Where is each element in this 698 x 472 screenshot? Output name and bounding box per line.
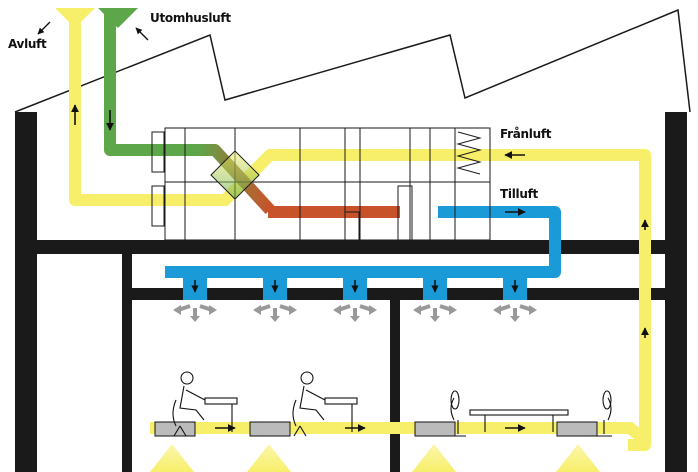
floor-unit — [414, 421, 456, 437]
floor-unit — [249, 421, 291, 437]
diffuser — [493, 272, 537, 322]
label-franluft: Frånluft — [500, 127, 552, 141]
meeting-table — [450, 390, 612, 437]
diffuser — [253, 272, 297, 322]
building-structure — [15, 112, 687, 472]
heat-exchanger — [210, 150, 260, 200]
label-utomhusluft: Utomhusluft — [150, 11, 231, 25]
floor-inlets — [150, 444, 600, 472]
avluft-outlet — [55, 8, 95, 28]
supply-diffusers — [173, 272, 537, 322]
utomhusluft-pointer-arrow — [135, 27, 149, 41]
office-person-2 — [292, 371, 358, 437]
flow-arrows — [71, 104, 649, 432]
air-handling-unit — [151, 127, 491, 241]
column-left — [122, 254, 132, 472]
label-avluft: Avluft — [8, 37, 47, 51]
label-tilluft: Tilluft — [500, 187, 538, 201]
avluft-pointer-arrow — [37, 21, 51, 35]
floor-unit — [154, 421, 196, 437]
office-person-1 — [172, 371, 238, 437]
left-wall — [15, 112, 37, 472]
floor-unit — [556, 421, 598, 437]
upper-slab — [37, 240, 665, 254]
diffuser — [333, 272, 377, 322]
exhaust-duct — [69, 8, 651, 451]
floor-return-duct — [150, 422, 649, 445]
diffuser — [173, 272, 217, 322]
column-mid — [390, 300, 400, 472]
ceiling-slab — [130, 288, 665, 300]
roof-outline — [14, 8, 691, 113]
utomhusluft-inlet — [98, 8, 138, 28]
diffuser — [413, 272, 457, 322]
floor-units — [154, 421, 598, 437]
right-wall — [665, 112, 687, 472]
